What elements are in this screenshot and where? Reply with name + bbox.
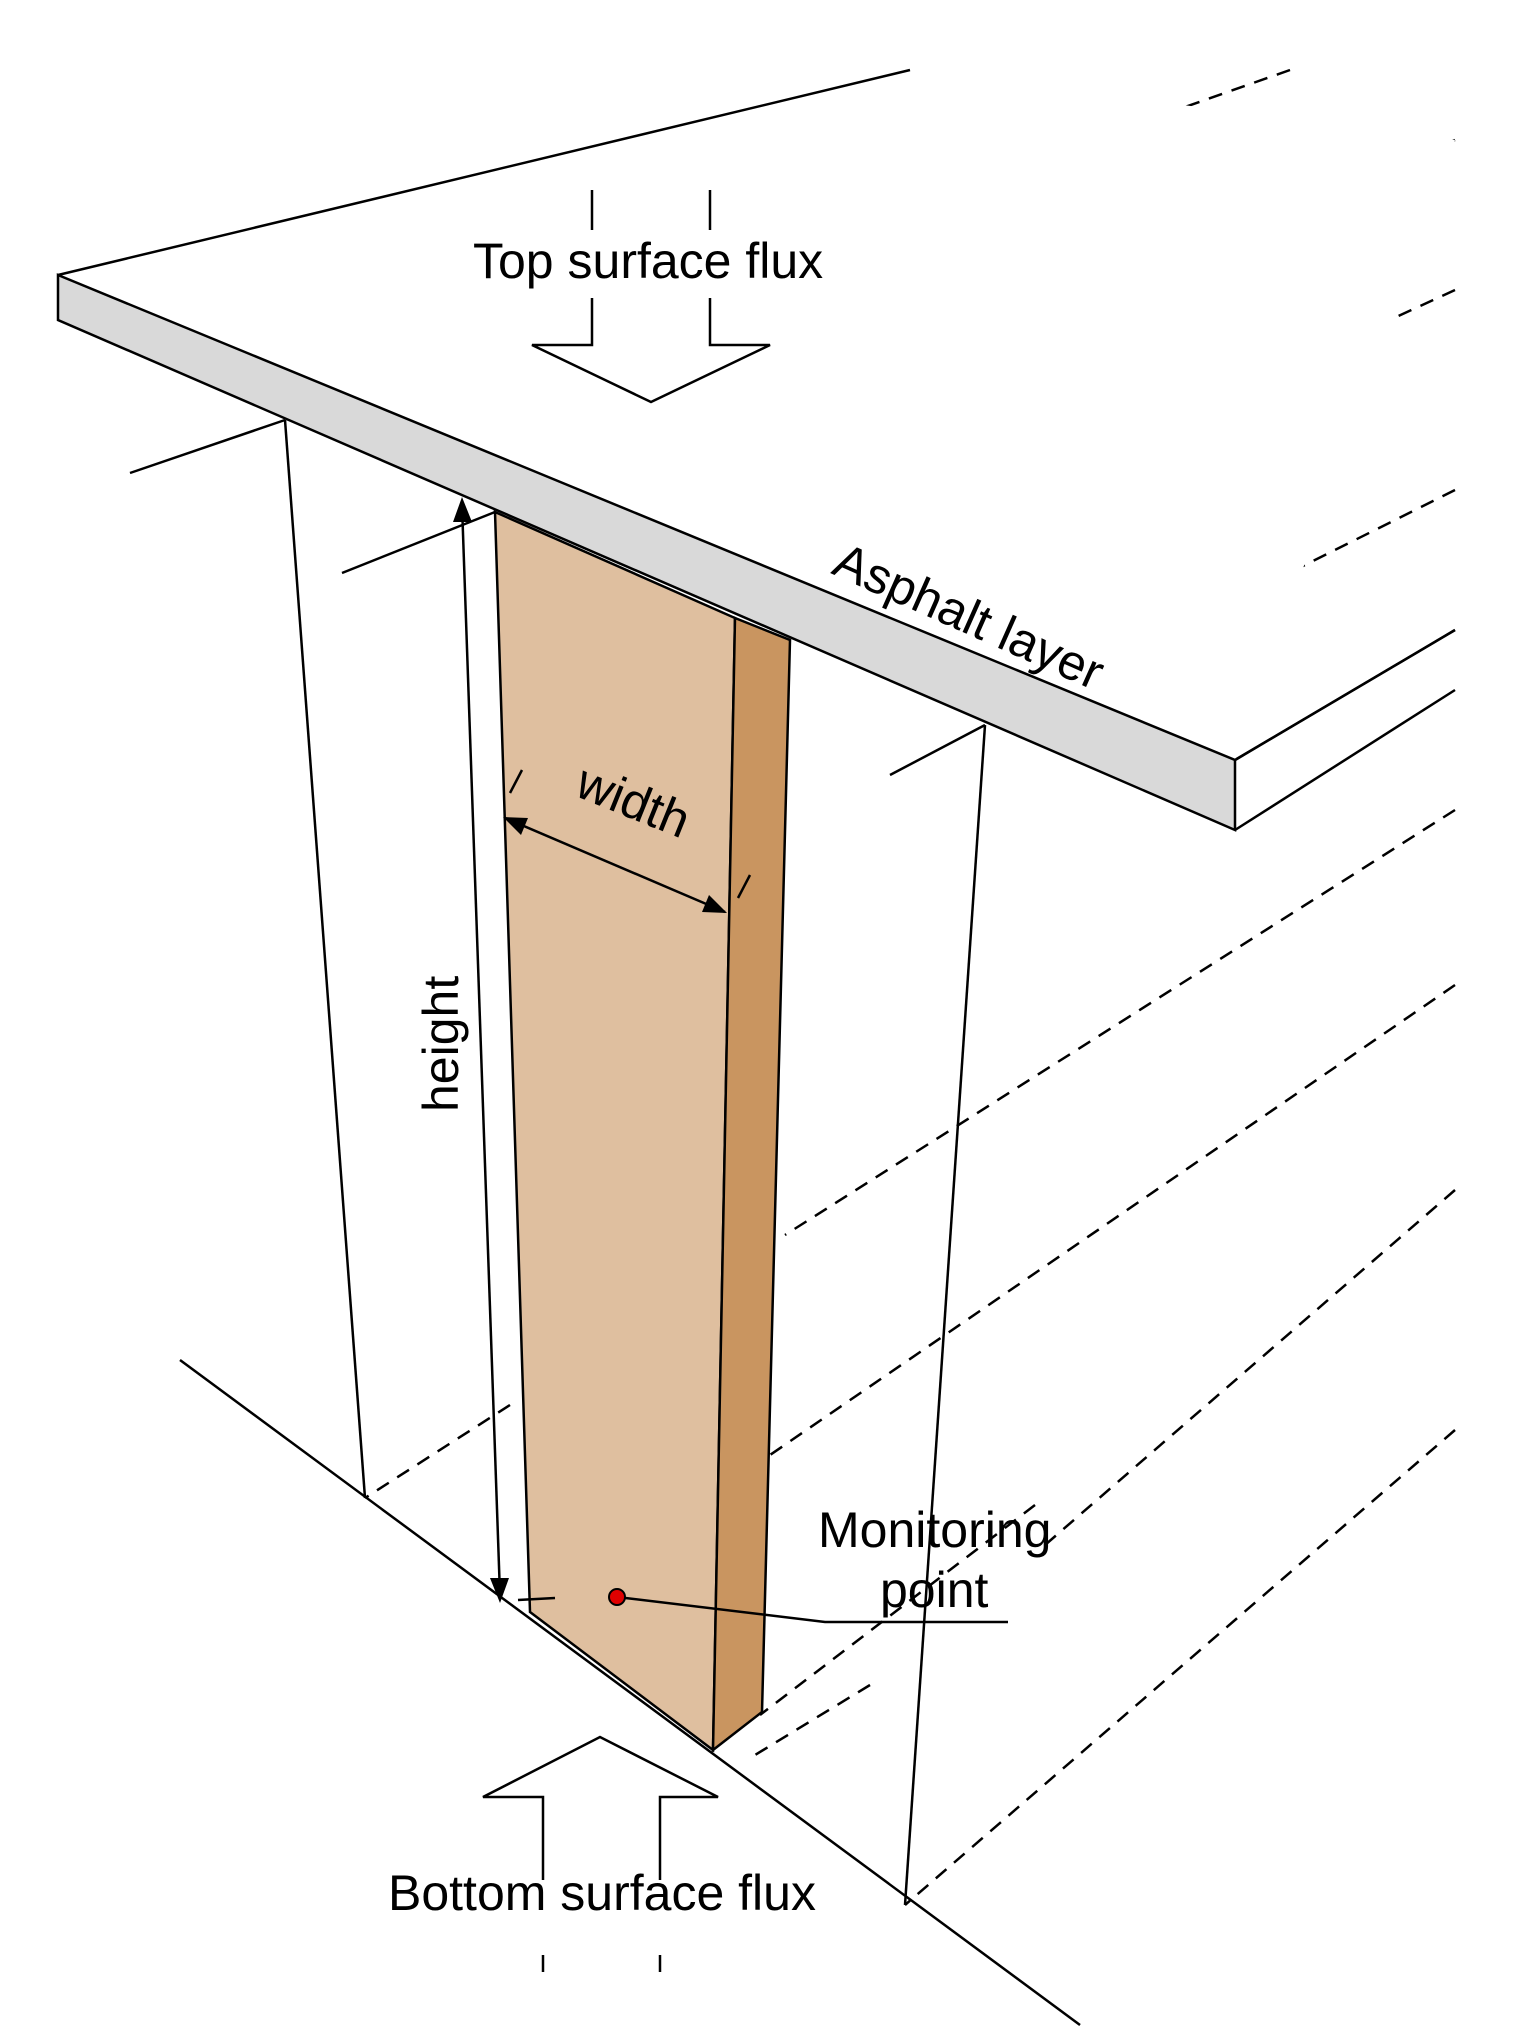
- monitoring-point-dot: [608, 1588, 626, 1606]
- column-side-face: [711, 616, 792, 1753]
- monitoring-label-line1: Monitoring: [818, 1502, 1051, 1558]
- monitoring-point-callout: [608, 1588, 1008, 1624]
- height-arrow-top: [453, 497, 472, 522]
- bottom-flux-label: Bottom surface flux: [388, 1865, 816, 1921]
- height-arrow-bottom: [490, 1578, 509, 1603]
- asphalt-front-face: [56, 273, 1237, 832]
- width-dimension: [503, 769, 752, 914]
- width-arrow-right: [702, 895, 727, 913]
- height-label: height: [413, 976, 469, 1112]
- height-dimension: [453, 497, 556, 1603]
- asphalt-top-face: [58, 70, 1455, 760]
- monitoring-label-line2: point: [880, 1562, 989, 1618]
- width-arrow-left: [503, 817, 528, 835]
- ground-line: [179, 1358, 1081, 2027]
- bottom-flux-arrow: [482, 1735, 719, 1972]
- asphalt-slab: [56, 68, 1455, 832]
- top-flux-arrow: [531, 190, 771, 404]
- top-flux-label: Top surface flux: [473, 233, 823, 289]
- column-front-face: [493, 510, 737, 1753]
- column-specimen: [493, 510, 792, 1753]
